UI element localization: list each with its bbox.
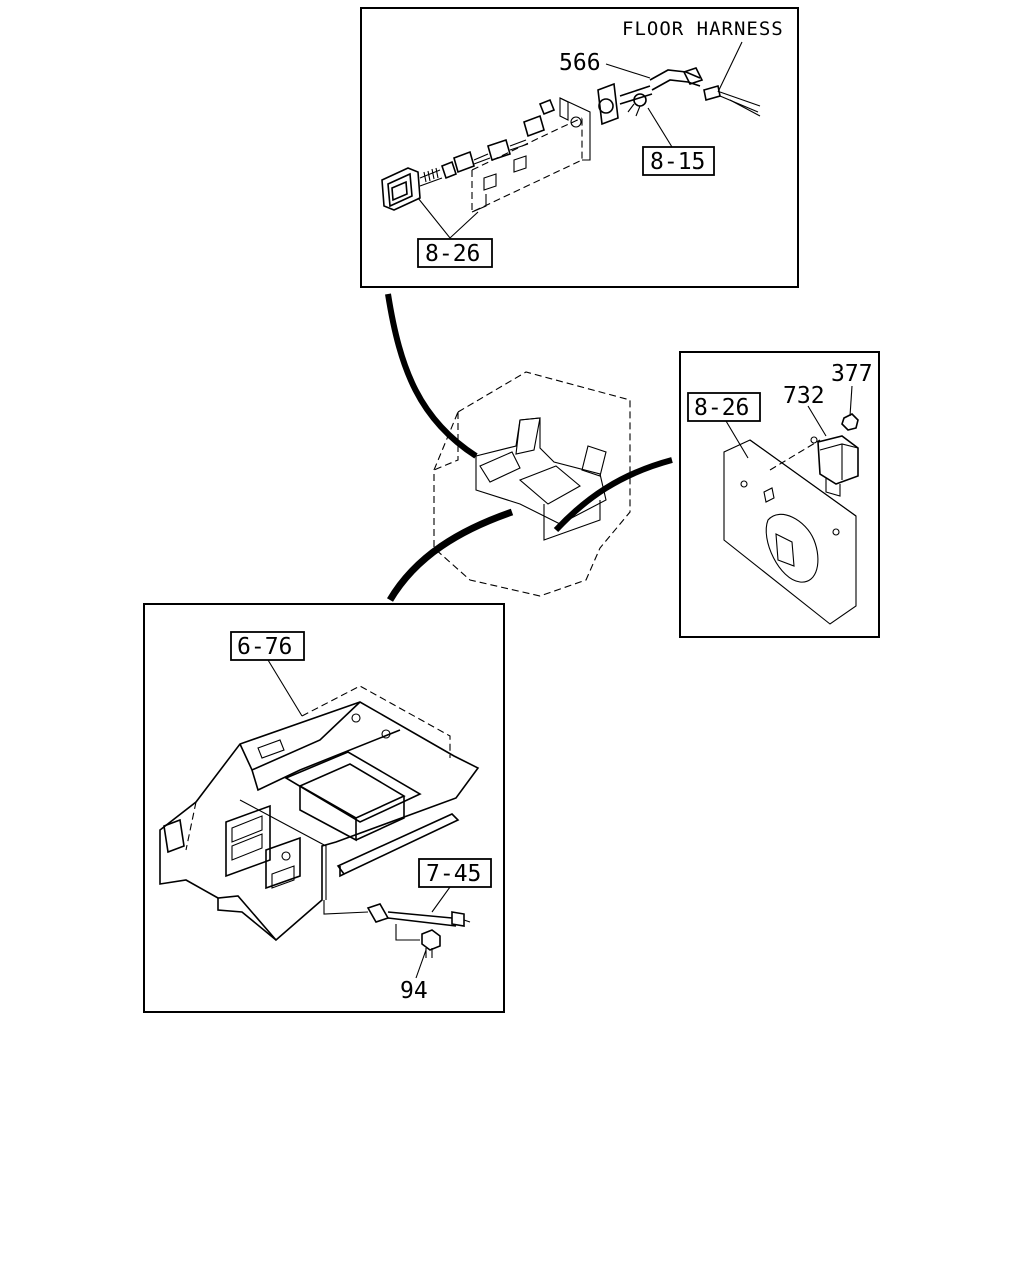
callout-sweep-right — [553, 457, 673, 533]
leader-732 — [807, 405, 827, 437]
harness-7-45 — [323, 900, 471, 941]
cab-outline — [433, 371, 631, 597]
leader-8-15 — [647, 107, 673, 148]
right-inset-frame — [679, 351, 880, 638]
top-inset-frame — [360, 7, 799, 288]
part-label-566: 566 — [559, 50, 601, 76]
switch-assembly — [381, 98, 556, 211]
relay-panel — [723, 439, 857, 625]
center-console — [159, 685, 480, 942]
leader-7-45 — [431, 886, 451, 913]
ref-box-8-26-top — [417, 238, 493, 268]
ref-box-8-26-right — [687, 392, 761, 422]
connector-plate — [597, 67, 704, 126]
bottom-inset: 6-76 7-45 94 — [143, 603, 505, 1013]
top-inset: FLOOR HARNESS 566 — [360, 7, 799, 288]
bolt-94 — [421, 929, 441, 958]
leader-6-76 — [267, 659, 303, 717]
ref-box-8-15 — [642, 146, 715, 176]
part-label-732: 732 — [783, 383, 825, 409]
ref-box-7-45 — [418, 858, 492, 888]
part-label-377: 377 — [831, 361, 873, 387]
ref-label-7-45: 7-45 — [426, 861, 481, 887]
callout-sweep-top — [385, 293, 478, 459]
cab-overview — [433, 371, 631, 597]
floor-harness-plug — [703, 84, 761, 117]
bracket-plate — [471, 97, 591, 213]
right-inset: 377 732 8-26 — [679, 351, 880, 638]
part-label-94: 94 — [400, 978, 428, 1004]
leader-377 — [849, 385, 853, 417]
bottom-inset-frame — [143, 603, 505, 1013]
leader-94 — [415, 949, 427, 979]
callout-sweep-bottom — [386, 508, 514, 602]
leader-8-26 — [417, 197, 479, 239]
leader-8-26-right — [725, 420, 749, 459]
ref-label-8-26-top: 8-26 — [425, 241, 480, 267]
nut-377 — [841, 413, 859, 431]
leader-566 — [605, 63, 651, 79]
ref-label-8-15: 8-15 — [650, 149, 705, 175]
floor-harness-caption: FLOOR HARNESS — [622, 18, 784, 40]
ref-label-8-26-right: 8-26 — [694, 395, 749, 421]
ref-label-6-76: 6-76 — [237, 634, 292, 660]
relay-732 — [810, 435, 859, 497]
leader-floor-harness — [717, 41, 743, 93]
ref-box-6-76 — [230, 631, 305, 661]
